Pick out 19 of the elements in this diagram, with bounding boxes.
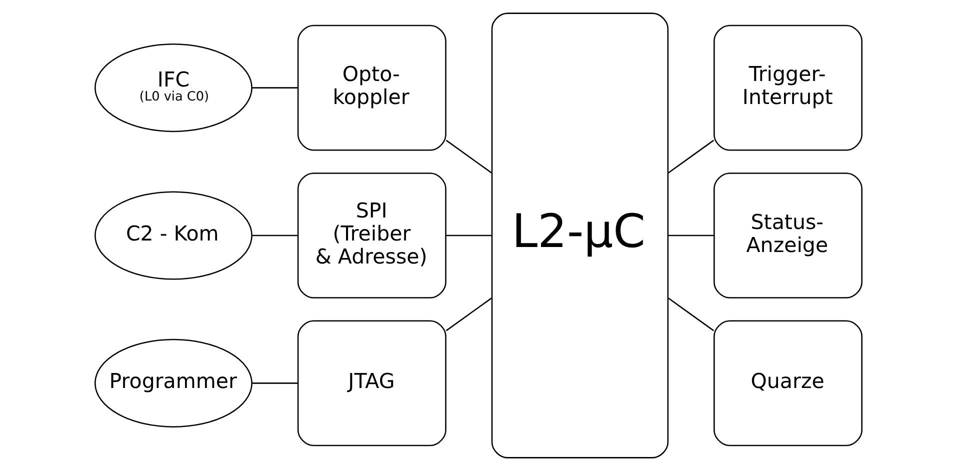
node-box: JTAG [297,320,446,446]
connector [252,87,298,88]
connector [252,382,298,384]
node-ellipse: IFC (L0 via C0) [94,44,252,132]
connector [446,234,492,236]
connector [668,140,714,174]
node-box: Trigger- Interrupt [714,24,862,151]
node-ellipse: C2 - Kom [94,191,252,280]
node-box: SPI (Treiber & Adresse) [297,172,446,298]
connector [446,140,492,174]
node-box: L2-µC [491,12,669,458]
connector [446,297,492,332]
connector [668,234,714,236]
node-ellipse: Programmer [94,338,252,428]
connector [668,298,714,332]
node-box: Quarze [714,320,862,446]
node-box: Opto- koppler [297,24,446,151]
node-box: Status- Anzeige [714,172,862,298]
connector [252,234,298,236]
